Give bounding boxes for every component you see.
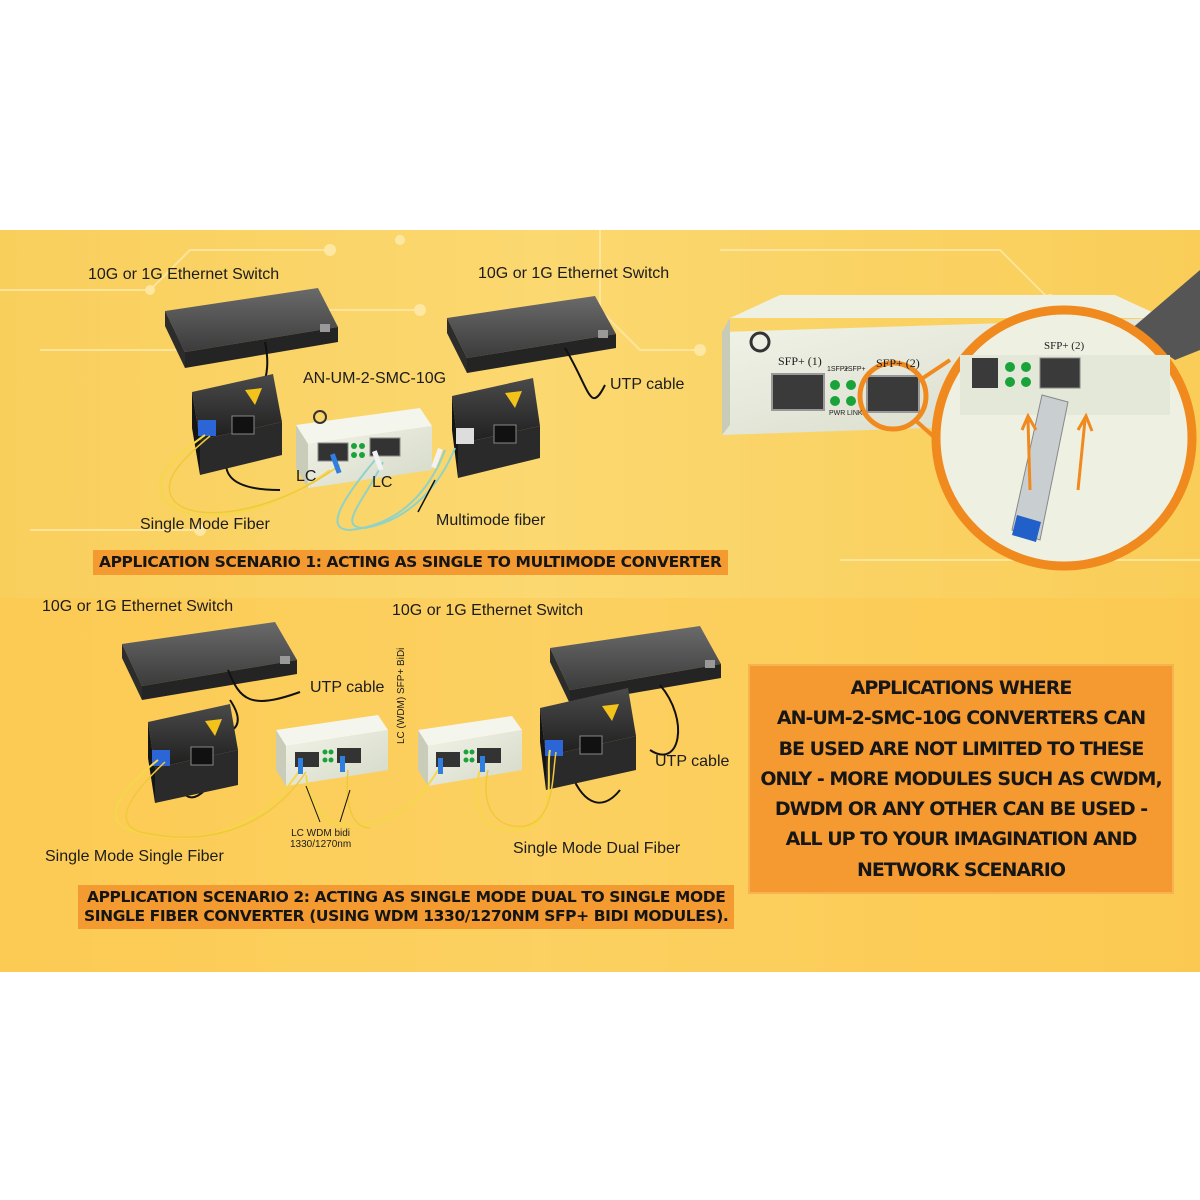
scenario2-wdm-vertical-label: LC (WDM) SFP+ BiDi xyxy=(396,647,407,744)
scenario2-banner-line2: SINGLE FIBER CONVERTER (USING WDM 1330/1… xyxy=(84,907,729,925)
closeup-led-label-4: LINK xyxy=(847,410,863,417)
scenario1-single-mode-label: Single Mode Fiber xyxy=(140,516,270,533)
note-line: DWDM OR ANY OTHER CAN BE USED - xyxy=(774,798,1148,821)
scenario1-switch-left xyxy=(165,288,338,368)
closeup-port1-label: SFP+ (1) xyxy=(778,354,822,368)
highlight-small-circle xyxy=(857,360,929,432)
scenario1-lc-right-label: LC xyxy=(372,474,393,491)
closeup-port2-zoom-label: SFP+ (2) xyxy=(1044,340,1085,352)
note-line: ONLY - MORE MODULES SUCH AS CWDM, xyxy=(760,767,1162,790)
scenario1-lc-left-label: LC xyxy=(296,468,317,485)
scenario2-media-converter-right xyxy=(540,688,636,790)
scenario2-banner: APPLICATION SCENARIO 2: ACTING AS SINGLE… xyxy=(78,885,735,929)
scenario2-switch-right-label: 10G or 1G Ethernet Switch xyxy=(392,602,584,619)
note-line: ALL UP TO YOUR IMAGINATION AND xyxy=(785,828,1138,851)
scenario2-utp-left-label: UTP cable xyxy=(310,679,385,696)
scenario1-media-converter-right xyxy=(452,378,540,478)
note-line: AN-UM-2-SMC-10G CONVERTERS CAN xyxy=(776,707,1146,730)
scenario1-multimode-label: Multimode fiber xyxy=(436,512,546,529)
scenario1-utp-right xyxy=(564,347,606,400)
scenario2-switch-left xyxy=(122,622,297,700)
diagram-art xyxy=(0,230,1200,839)
closeup-led-label-2: 2SFP+ xyxy=(844,366,866,373)
note-line: NETWORK SCENARIO xyxy=(857,858,1066,881)
scenario2-an-um-converter-left xyxy=(276,715,388,786)
scenario2-an-um-converter-right xyxy=(418,716,522,786)
scenario1-converter-label: AN-UM-2-SMC-10G xyxy=(303,370,447,387)
closeup-led-label-3: PWR xyxy=(829,410,846,417)
scenario1-switch-right-label: 10G or 1G Ethernet Switch xyxy=(478,265,670,282)
note-line: APPLICATIONS WHERE xyxy=(850,677,1073,700)
scenario1-switch-left-label: 10G or 1G Ethernet Switch xyxy=(88,266,280,283)
scenario2-single-mode-dual-fiber xyxy=(475,749,551,832)
scenario2-utp-right-label: UTP cable xyxy=(655,753,730,770)
closeup-led-label-1: 1SFP+ xyxy=(827,366,849,373)
scenario2-single-fiber-label: Single Mode Single Fiber xyxy=(45,848,224,865)
scenario2-dual-fiber-label: Single Mode Dual Fiber xyxy=(513,840,681,857)
applications-note-box: APPLICATIONS WHERE AN-UM-2-SMC-10G CONVE… xyxy=(748,664,1174,894)
scenario1-multimode-fiber xyxy=(336,449,446,532)
scenario1-switch-right xyxy=(447,296,616,373)
scenario2-banner-line1: APPLICATION SCENARIO 2: ACTING AS SINGLE… xyxy=(87,888,726,906)
zoom-circle xyxy=(931,305,1197,571)
scenario2-switch-right xyxy=(550,626,721,704)
scenario2-switch-left-label: 10G or 1G Ethernet Switch xyxy=(42,598,234,615)
closeup-port2-label: SFP+ (2) xyxy=(876,356,920,370)
scenario2-media-converter-left xyxy=(148,704,238,803)
scenario1-utp-label: UTP cable xyxy=(610,376,685,393)
scenario2-wdm-bidi-label: LC WDM bidi 1330/1270nm xyxy=(290,828,352,850)
scenario1-banner: APPLICATION SCENARIO 1: ACTING AS SINGLE… xyxy=(93,550,728,575)
scenario1-media-converter-left xyxy=(192,374,282,475)
note-line: BE USED ARE NOT LIMITED TO THESE xyxy=(778,737,1145,760)
